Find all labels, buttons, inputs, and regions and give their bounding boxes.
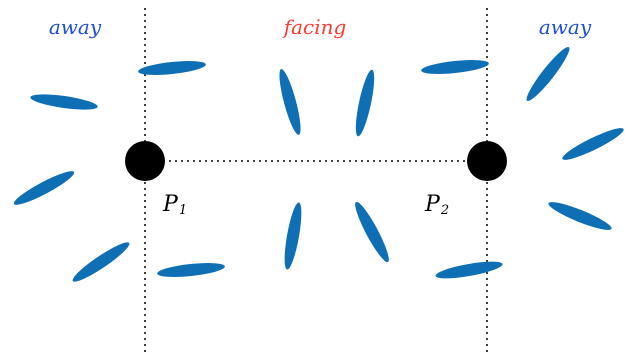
p1-label: P1 (162, 192, 187, 218)
molecule (13, 171, 75, 205)
p2-label: P2 (424, 192, 449, 218)
molecule (526, 46, 570, 102)
molecule (30, 94, 98, 110)
point-p2 (467, 141, 507, 181)
p2-subscript: 2 (440, 203, 449, 218)
molecule (157, 263, 225, 277)
molecule (421, 60, 489, 74)
molecule (284, 202, 302, 270)
molecule (279, 69, 301, 135)
molecule (548, 202, 612, 230)
right-region-label: away (539, 15, 592, 39)
molecules (13, 46, 624, 282)
molecule (435, 261, 503, 279)
p1-subscript: 1 (179, 203, 187, 218)
middle-region-label: facing (282, 15, 347, 39)
p2-symbol: P (424, 192, 441, 217)
left-region-label: away (49, 15, 102, 39)
molecule (355, 69, 375, 137)
molecule (138, 61, 206, 75)
p1-symbol: P (162, 192, 179, 217)
point-p1 (125, 141, 165, 181)
molecule (72, 242, 130, 282)
molecule (562, 128, 624, 160)
molecule (355, 201, 389, 263)
